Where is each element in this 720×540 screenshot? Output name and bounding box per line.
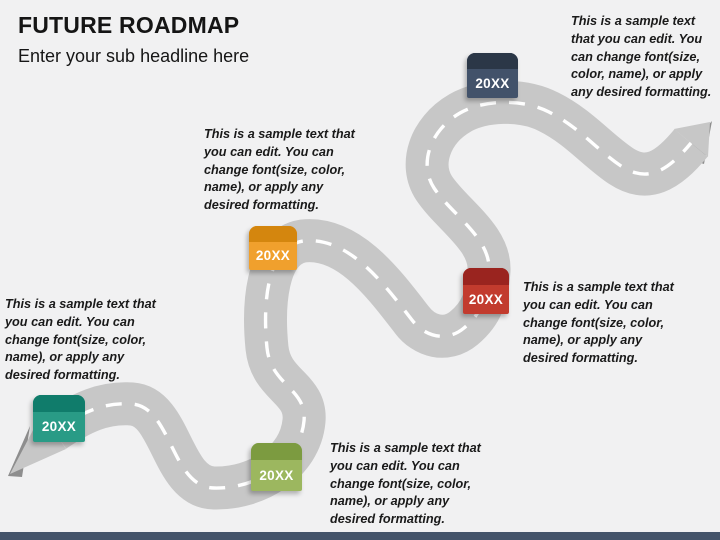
milestone-marker-red: 20XX	[463, 268, 509, 314]
sample-text-top-right: This is a sample text that you can edit.…	[571, 14, 712, 100]
sample-text-left: This is a sample text that you can edit.…	[5, 297, 156, 383]
milestone-marker-top-band	[467, 53, 518, 70]
road-center-line	[53, 100, 693, 490]
milestone-year-label: 20XX	[255, 248, 291, 264]
milestone-year-label: 20XX	[41, 419, 77, 435]
road-head-taper	[674, 122, 710, 157]
footer-accent-bar	[0, 532, 720, 540]
milestone-marker-orange: 20XX	[249, 226, 297, 270]
milestone-marker-teal: 20XX	[33, 395, 85, 442]
milestone-marker-olive: 20XX	[251, 443, 302, 491]
milestone-marker-top-band	[251, 443, 302, 461]
page-subtitle: Enter your sub headline here	[18, 46, 250, 66]
milestone-marker-navy: 20XX	[467, 53, 518, 98]
sample-text-bottom: This is a sample text that you can edit.…	[330, 441, 481, 527]
milestone-marker-top-band	[463, 268, 509, 285]
road-tail-icon	[8, 426, 30, 477]
sample-text-mid-right: This is a sample text that you can edit.…	[523, 280, 674, 366]
milestone-year-label: 20XX	[259, 468, 294, 484]
page-title: FUTURE ROADMAP	[18, 12, 240, 38]
milestone-year-label: 20XX	[468, 291, 504, 307]
milestone-marker-top-band	[249, 226, 297, 242]
sample-text-mid-left: This is a sample text that you can edit.…	[204, 127, 355, 213]
milestone-marker-top-band	[33, 395, 85, 412]
milestone-year-label: 20XX	[475, 76, 510, 92]
